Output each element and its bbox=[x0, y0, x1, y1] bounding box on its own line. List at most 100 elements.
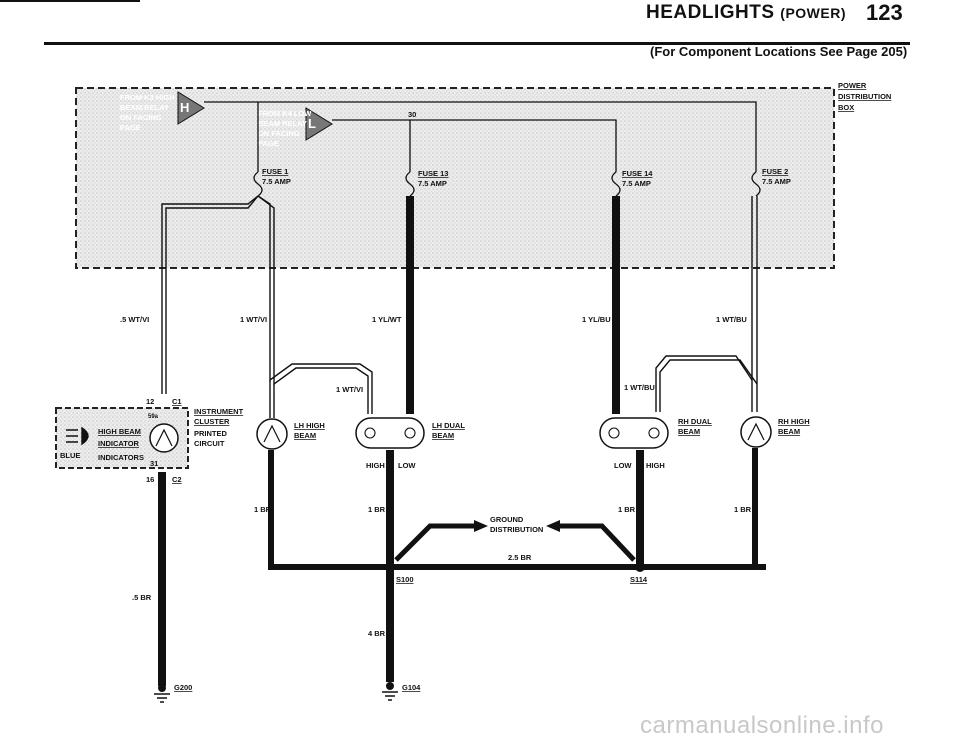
ground-dist-line-1: GROUND bbox=[490, 515, 524, 524]
cluster-c2-pin: 16 bbox=[146, 475, 154, 484]
wire-label-w2: 1 WT/VI bbox=[240, 315, 267, 324]
ground-dist-right-arrow-icon bbox=[546, 520, 560, 532]
rh-dual-high: HIGH bbox=[646, 461, 665, 470]
page-title: HEADLIGHTS (POWER) bbox=[646, 2, 846, 24]
cluster-pin-59a: 59a bbox=[148, 414, 159, 420]
wire-wt-bu bbox=[655, 196, 758, 412]
wire-label-br4: 1 BR bbox=[734, 505, 752, 514]
fuse-1-name: FUSE 1 bbox=[262, 167, 288, 176]
fuse-13: FUSE 13 7.5 AMP bbox=[405, 169, 448, 197]
relay-h-line-2: BEAM RELAY bbox=[120, 103, 169, 112]
fuse-2: FUSE 2 7.5 AMP bbox=[751, 167, 791, 197]
cluster-blue: BLUE bbox=[60, 451, 80, 460]
cluster-line-4: CIRCUIT bbox=[194, 439, 225, 448]
wire-label-w7: 1 WT/BU bbox=[624, 383, 655, 392]
wire-label-w5: 1 WT/BU bbox=[716, 315, 747, 324]
fuse-2-name: FUSE 2 bbox=[762, 167, 788, 176]
rh-dual-beam-lamp: RH DUAL BEAM LOW HIGH bbox=[599, 417, 712, 470]
rh-high-beam-lamp: RH HIGH BEAM bbox=[740, 416, 810, 448]
lh-dual-label-1: LH DUAL bbox=[432, 421, 465, 430]
fuse-14-name: FUSE 14 bbox=[622, 169, 653, 178]
relay-h-line-3: ON FACING bbox=[120, 113, 162, 122]
relay-l-line-1: FROM K4 LOW bbox=[258, 109, 312, 118]
wire-label-br2: 1 BR bbox=[368, 505, 386, 514]
relay-l-line-2: BEAM RELAY bbox=[258, 119, 307, 128]
top-rule bbox=[0, 0, 140, 2]
power-box-label-2: DISTRIBUTION bbox=[838, 92, 891, 101]
power-box-label-3: BOX bbox=[838, 103, 854, 112]
lh-dual-high: HIGH bbox=[366, 461, 385, 470]
cluster-line-3: PRINTED bbox=[194, 429, 228, 438]
wire-label-br7: 2.5 BR bbox=[508, 553, 532, 562]
relay-h-line-1: FROM K3 HIGH bbox=[120, 93, 175, 102]
relay-l-badge: L bbox=[308, 116, 316, 131]
relay-l-arrow-icon bbox=[305, 107, 333, 141]
relay-h-connector: H FROM K3 HIGH BEAM RELAY ON FACING PAGE bbox=[120, 91, 205, 132]
indicator-bulb-icon bbox=[149, 423, 179, 453]
cluster-panel-line-2: INDICATOR bbox=[98, 439, 140, 448]
fuse-2-rating: 7.5 AMP bbox=[762, 177, 791, 186]
ground-dist-left-arrow-icon bbox=[474, 520, 488, 532]
header-rule bbox=[44, 42, 910, 45]
wire-label-w3: 1 YL/WT bbox=[372, 315, 402, 324]
ground-g200: G200 bbox=[174, 683, 192, 692]
fuse-13-rating: 7.5 AMP bbox=[418, 179, 447, 188]
wire-label-br5: .5 BR bbox=[132, 593, 152, 602]
cluster-panel-line-1: HIGH BEAM bbox=[98, 427, 141, 436]
page-number: 123 bbox=[866, 0, 903, 25]
relay-h-arrow-icon bbox=[177, 91, 205, 125]
watermark: carmanualsonline.info bbox=[640, 712, 884, 739]
power-box-label-1: POWER bbox=[838, 81, 867, 90]
power-bus bbox=[204, 101, 757, 172]
wire-label-w6: 1 WT/VI bbox=[336, 385, 363, 394]
wire-wt-vi bbox=[161, 195, 373, 418]
page-title-suffix: (POWER) bbox=[780, 5, 846, 21]
relay-l-line-3: ON FACING bbox=[258, 129, 300, 138]
wire-label-br1: 1 BR bbox=[254, 505, 272, 514]
cluster-c1: C1 bbox=[172, 397, 182, 406]
wire-yl-bu bbox=[612, 196, 620, 414]
instrument-cluster: 12 C1 59a 31 HIGH BEAM INDICATOR BLUE IN… bbox=[55, 397, 244, 484]
component-locations-note: (For Component Locations See Page 205) bbox=[650, 44, 908, 59]
cluster-line-1: INSTRUMENT bbox=[194, 407, 244, 416]
ground-dist-line-2: DISTRIBUTION bbox=[490, 525, 543, 534]
wire-yl-wt bbox=[406, 196, 414, 414]
ground-g200-icon bbox=[154, 684, 170, 703]
lh-high-label-2: BEAM bbox=[294, 431, 316, 440]
lh-dual-label-2: BEAM bbox=[432, 431, 454, 440]
cluster-indicators: INDICATORS bbox=[98, 453, 144, 462]
rh-dual-label-1: RH DUAL bbox=[678, 417, 712, 426]
fuse-13-name: FUSE 13 bbox=[418, 169, 448, 178]
wire-label-br3: 1 BR bbox=[618, 505, 636, 514]
lh-high-label-1: LH HIGH bbox=[294, 421, 325, 430]
relay-h-badge: H bbox=[180, 100, 189, 115]
headlamp-symbol-icon bbox=[66, 426, 89, 446]
ground-wiring bbox=[158, 448, 766, 686]
cluster-line-2: CLUSTER bbox=[194, 417, 230, 426]
rh-high-label-1: RH HIGH bbox=[778, 417, 810, 426]
cluster-c2: C2 bbox=[172, 475, 182, 484]
fuse-1: FUSE 1 7.5 AMP bbox=[253, 167, 291, 197]
rh-dual-low: LOW bbox=[614, 461, 632, 470]
splice-s114: S114 bbox=[630, 575, 648, 584]
wire-label-br6: 4 BR bbox=[368, 629, 386, 638]
relay-l-line-4: PAGE bbox=[258, 139, 279, 148]
bus-30-label: 30 bbox=[408, 110, 416, 119]
cluster-c1-pin: 12 bbox=[146, 397, 154, 406]
fuse-1-rating: 7.5 AMP bbox=[262, 177, 291, 186]
rh-high-label-2: BEAM bbox=[778, 427, 800, 436]
wire-label-w1: .5 WT/VI bbox=[120, 315, 149, 324]
page-title-main: HEADLIGHTS bbox=[646, 2, 775, 23]
relay-h-line-4: PAGE bbox=[120, 123, 141, 132]
ground-distribution-taper bbox=[394, 523, 636, 562]
rh-dual-label-2: BEAM bbox=[678, 427, 700, 436]
fuse-14-rating: 7.5 AMP bbox=[622, 179, 651, 188]
ground-g104: G104 bbox=[402, 683, 421, 692]
lh-high-beam-lamp: LH HIGH BEAM bbox=[256, 418, 325, 450]
ground-g104-icon bbox=[382, 682, 398, 701]
lh-dual-beam-lamp: LH DUAL BEAM HIGH LOW bbox=[355, 417, 465, 470]
power-distribution-box bbox=[75, 87, 835, 269]
fuse-14: FUSE 14 7.5 AMP bbox=[611, 169, 653, 197]
